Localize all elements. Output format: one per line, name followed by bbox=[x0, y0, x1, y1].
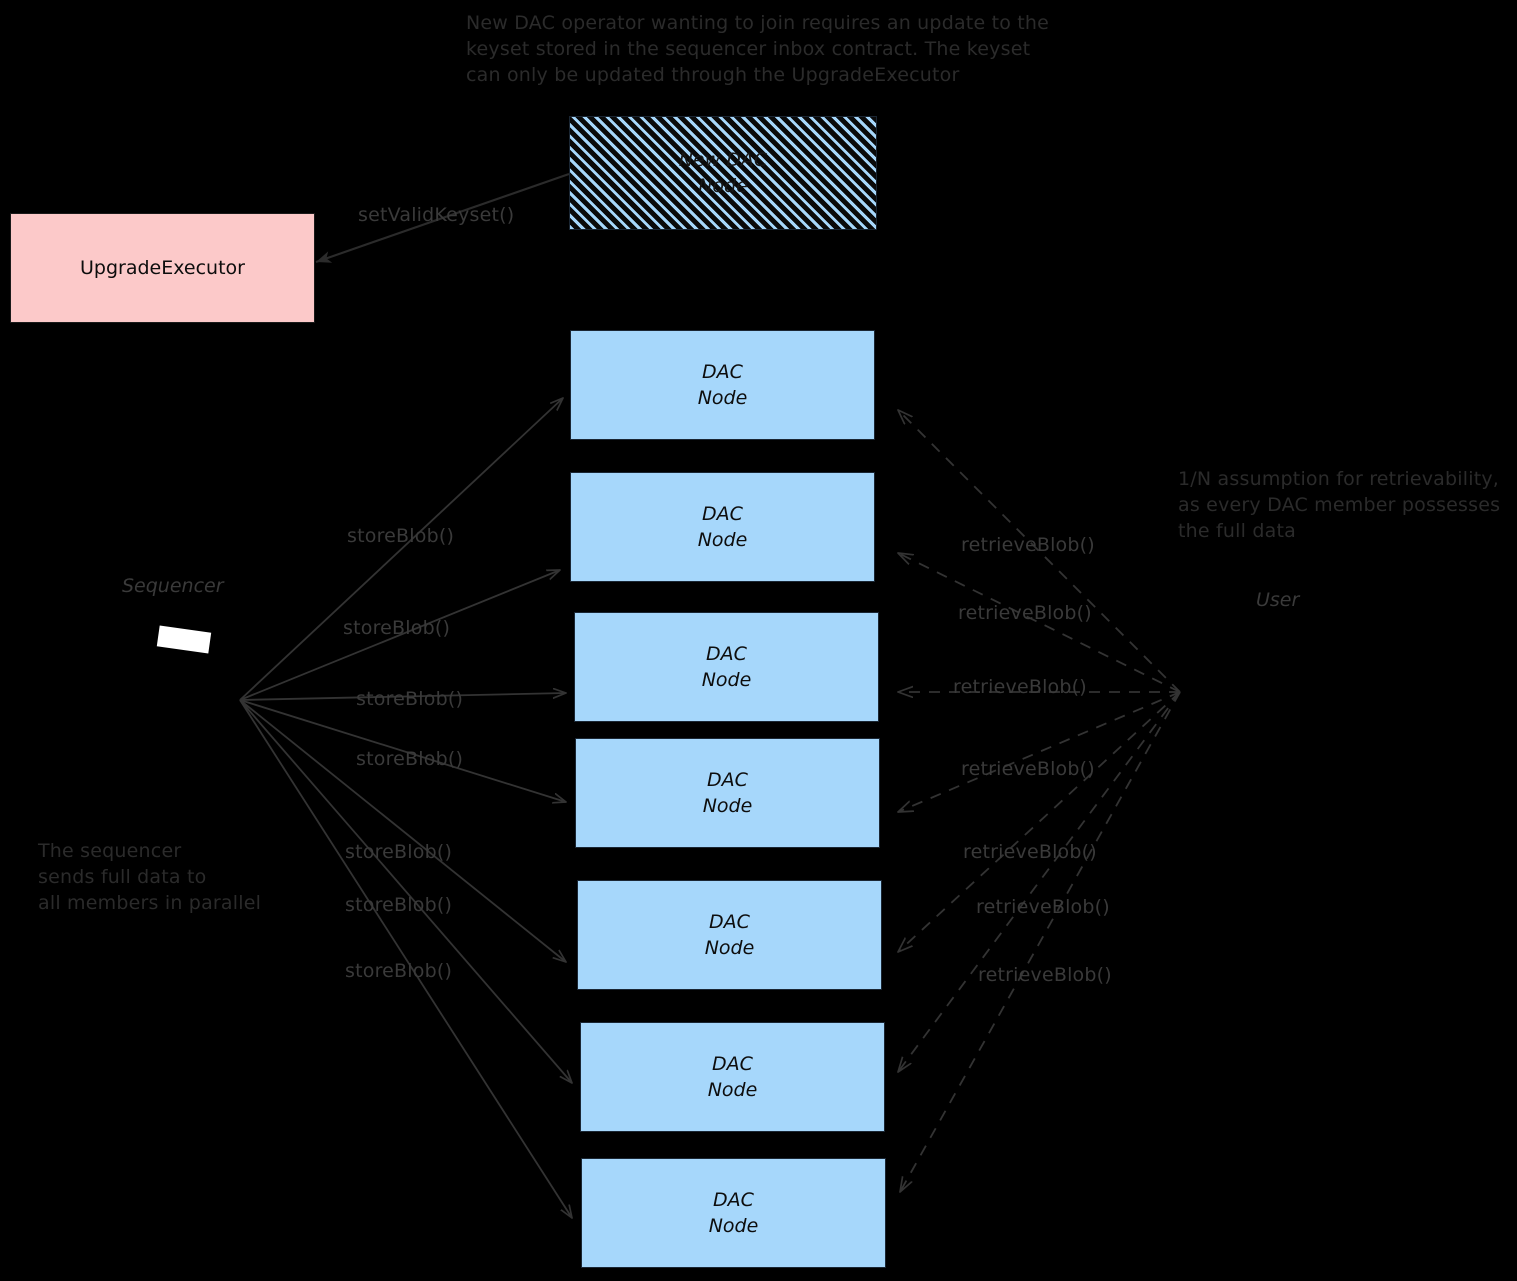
dac-node-box-7[interactable]: DAC Node bbox=[581, 1158, 886, 1268]
edge-label-retrieve-blob-3: retrieveBlob() bbox=[953, 676, 1087, 698]
edge-label-retrieve-blob-1: retrieveBlob() bbox=[961, 534, 1095, 556]
edge-label-store-blob-2: storeBlob() bbox=[343, 617, 451, 639]
dac-node-3-line2: Node bbox=[701, 669, 752, 691]
edge-retrieve-blob-4 bbox=[898, 691, 1181, 812]
dac-node-1-line2: Node bbox=[697, 387, 748, 409]
dac-node-3-line1: DAC bbox=[706, 643, 747, 665]
upgrade-executor-box[interactable]: UpgradeExecutor bbox=[10, 213, 315, 323]
upgrade-executor-label: UpgradeExecutor bbox=[80, 257, 245, 279]
dac-node-box-3[interactable]: DAC Node bbox=[574, 612, 879, 722]
new-dac-node-box[interactable]: New DAC Node bbox=[569, 116, 877, 230]
dac-node-box-4[interactable]: DAC Node bbox=[575, 738, 880, 848]
new-dac-node-line1: New DAC bbox=[678, 149, 768, 171]
dac-node-4-line1: DAC bbox=[707, 769, 748, 791]
dac-node-box-5[interactable]: DAC Node bbox=[577, 880, 882, 990]
annotation-left: The sequencer sends full data to all mem… bbox=[38, 840, 262, 914]
dac-node-5-line2: Node bbox=[704, 937, 755, 959]
dac-node-box-2[interactable]: DAC Node bbox=[570, 472, 875, 582]
dac-node-6-line2: Node bbox=[707, 1079, 758, 1101]
edge-label-retrieve-blob-6: retrieveBlob() bbox=[976, 896, 1110, 918]
sequencer-label: Sequencer bbox=[122, 575, 224, 597]
edge-store-blob-7 bbox=[239, 699, 572, 1218]
edge-label-store-blob-5: storeBlob() bbox=[345, 841, 453, 863]
sequencer-icon bbox=[156, 625, 212, 654]
dac-node-5-line1: DAC bbox=[709, 911, 750, 933]
user-label: User bbox=[1256, 589, 1300, 611]
dac-node-2-line2: Node bbox=[697, 529, 748, 551]
edge-label-store-blob-6: storeBlob() bbox=[345, 894, 453, 916]
dac-node-4-line2: Node bbox=[702, 795, 753, 817]
edge-label-store-blob-3: storeBlob() bbox=[356, 688, 464, 710]
dac-node-7-line1: DAC bbox=[713, 1189, 754, 1211]
edge-label-retrieve-blob-7: retrieveBlob() bbox=[978, 964, 1112, 986]
annotation-top: New DAC operator wanting to join require… bbox=[466, 12, 1050, 86]
annotation-right: 1/N assumption for retrievability, as ev… bbox=[1178, 468, 1501, 542]
edge-label-retrieve-blob-4: retrieveBlob() bbox=[961, 758, 1095, 780]
edge-label-store-blob-7: storeBlob() bbox=[345, 960, 453, 982]
dac-node-box-6[interactable]: DAC Node bbox=[580, 1022, 885, 1132]
edge-store-blob-1 bbox=[239, 398, 563, 701]
edge-label-store-blob-4: storeBlob() bbox=[356, 748, 464, 770]
edge-label-store-blob-1: storeBlob() bbox=[347, 525, 455, 547]
dac-node-box-1[interactable]: DAC Node bbox=[570, 330, 875, 440]
edge-label-retrieve-blob-2: retrieveBlob() bbox=[958, 602, 1092, 624]
dac-node-6-line1: DAC bbox=[712, 1053, 753, 1075]
edge-store-blob-5 bbox=[239, 699, 566, 962]
dac-node-7-line2: Node bbox=[708, 1215, 759, 1237]
dac-node-2-line1: DAC bbox=[702, 503, 743, 525]
new-dac-node-line2: Node bbox=[698, 175, 748, 197]
edge-label-retrieve-blob-5: retrieveBlob() bbox=[963, 841, 1097, 863]
edge-label-set-valid-keyset: setValidKeyset() bbox=[358, 204, 515, 226]
edge-retrieve-blob-6 bbox=[898, 691, 1181, 1072]
edge-retrieve-blob-group bbox=[898, 410, 1181, 1192]
dac-node-1-line1: DAC bbox=[702, 361, 743, 383]
edge-store-blob-group bbox=[239, 398, 572, 1218]
